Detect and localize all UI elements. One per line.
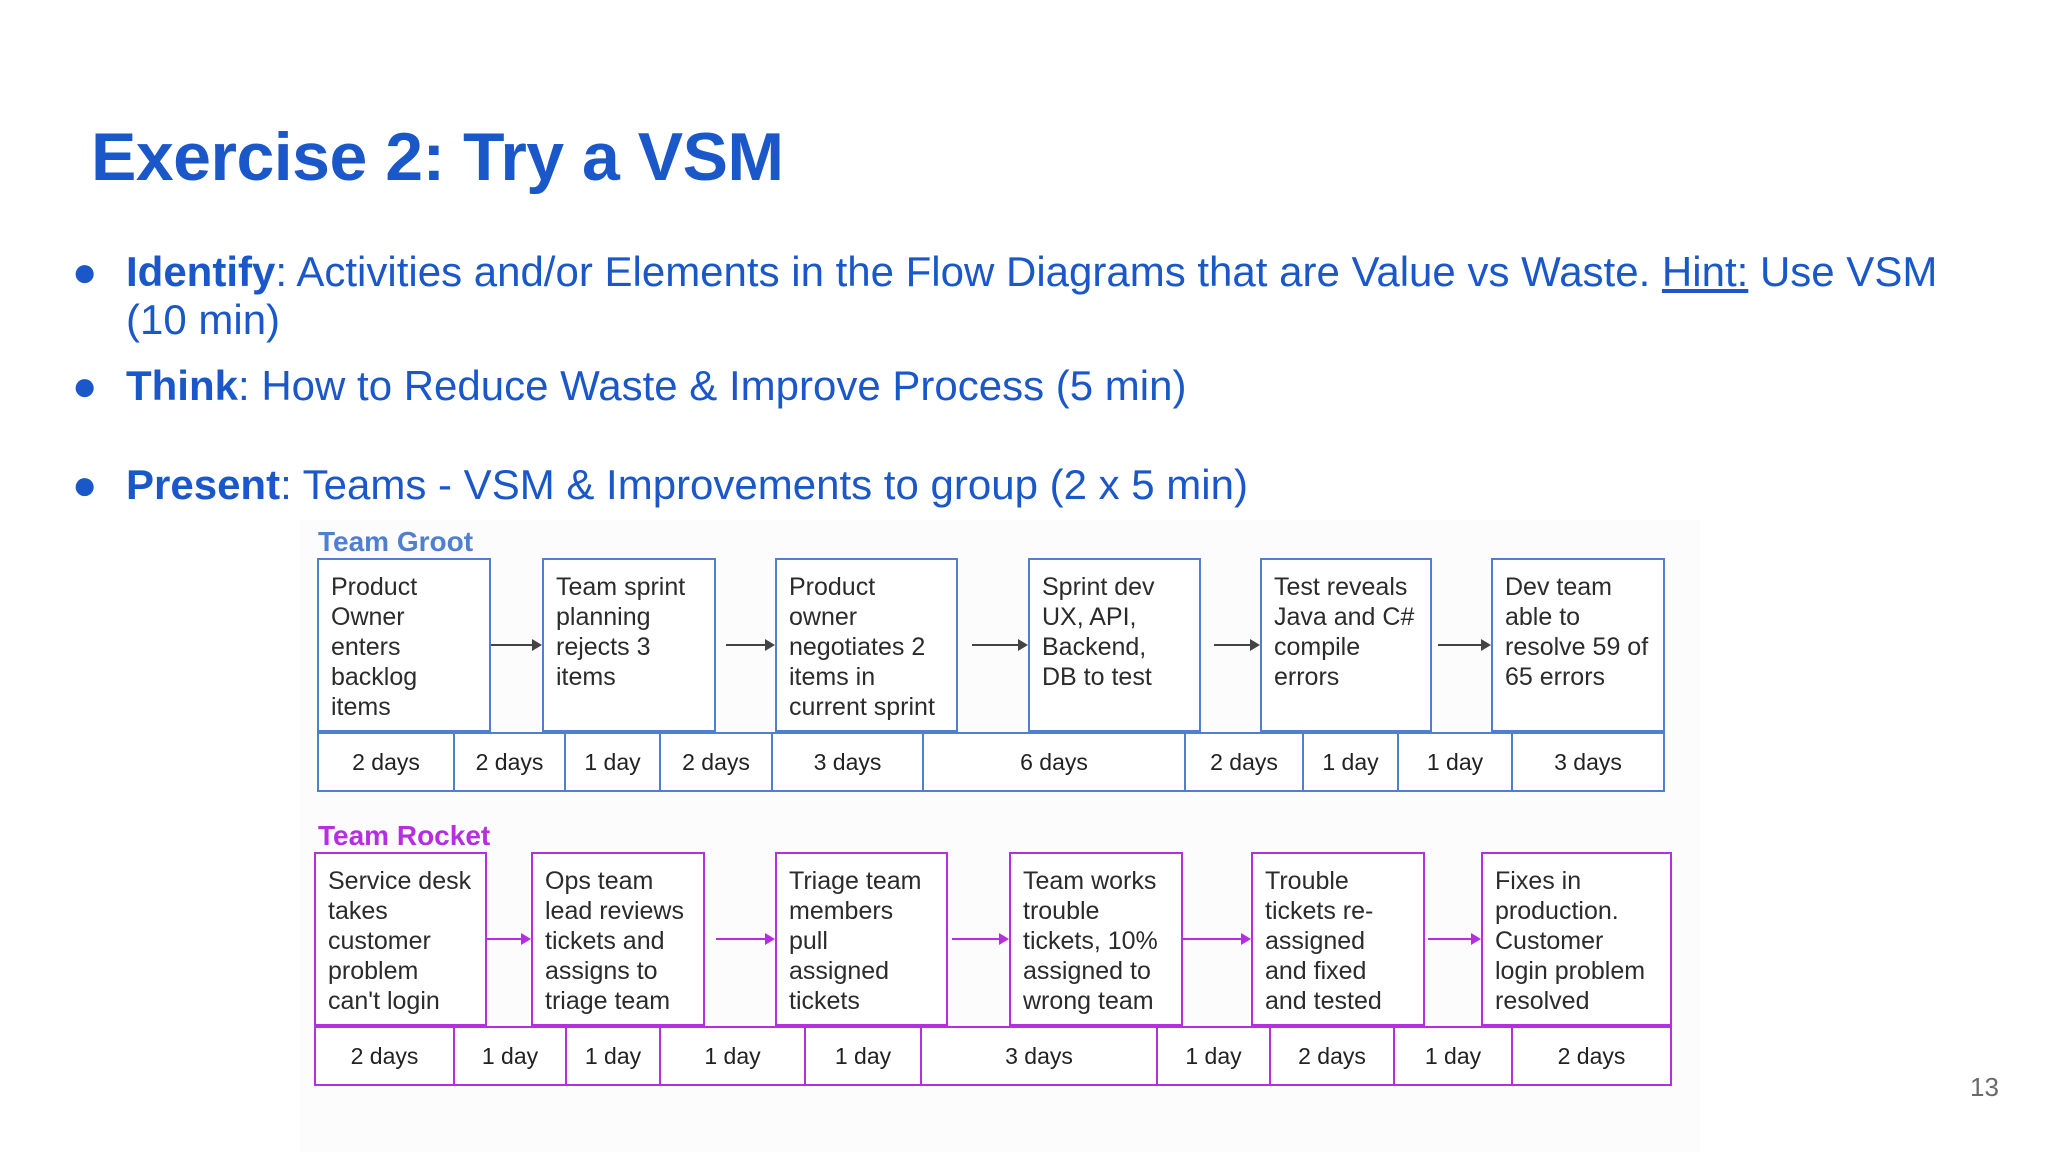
timeline-cell: 1 day [1302, 734, 1397, 790]
arrow-right-icon [491, 639, 542, 651]
bullet-keyword: Identify [126, 248, 276, 295]
arrow-right-icon [1438, 639, 1491, 651]
timeline-cell: 3 days [920, 1028, 1156, 1084]
timeline-cell: 1 day [453, 1028, 565, 1084]
team-rocket-label: Team Rocket [318, 820, 491, 851]
page-number: 13 [1970, 1072, 1999, 1102]
timeline-cell: 2 days [350, 1043, 419, 1069]
bullet-dot-icon: ● [72, 362, 98, 409]
timeline-cell: 1 day [1393, 1028, 1511, 1084]
timeline-cell: 1 day [804, 1028, 920, 1084]
arrow-right-icon [487, 933, 531, 945]
groot-step-3: Product owner negotiates 2 items in curr… [775, 558, 958, 732]
slide-title: Exercise 2: Try a VSM [91, 119, 784, 195]
timeline-cell: 2 days [1269, 1028, 1393, 1084]
groot-step-1: Product Owner enters backlog items [317, 558, 491, 732]
bullet-text: : Activities and/or Elements in the Flow… [275, 248, 1662, 295]
timeline-cell: 1 day [564, 734, 659, 790]
bullet-keyword: Present [126, 461, 281, 508]
bullet-keyword: Think [126, 362, 238, 409]
rocket-step-2: Ops team lead reviews tickets and assign… [531, 852, 705, 1026]
rocket-step-1: Service desk takes customer problem can'… [314, 852, 487, 1026]
rocket-step-4: Team works trouble tickets, 10% assigned… [1009, 852, 1183, 1026]
rocket-step-3: Triage team members pull assigned ticket… [775, 852, 948, 1026]
vsm-diagram: Team Groot Product Owner enters backlog … [300, 520, 1700, 1152]
groot-step-5: Test reveals Java and C# compile errors [1260, 558, 1432, 732]
bullet-text: : How to Reduce Waste & Improve Process … [238, 362, 1187, 409]
arrow-right-icon [716, 933, 775, 945]
timeline-cell: 1 day [1397, 734, 1511, 790]
timeline-cell: 6 days [922, 734, 1184, 790]
timeline-cell: 2 days [352, 749, 420, 775]
arrow-right-icon [1428, 933, 1481, 945]
arrow-right-icon [972, 639, 1028, 651]
bullet-text-after: Use VSM (10 min) [126, 248, 1938, 343]
arrow-right-icon [952, 933, 1009, 945]
arrow-right-icon [1214, 639, 1260, 651]
arrow-right-icon [1183, 933, 1251, 945]
groot-timeline: 2 days 2 days 1 day 2 days 3 days 6 days… [317, 732, 1665, 792]
bullet-text: : Teams - VSM & Improvements to group (2… [280, 461, 1248, 508]
timeline-cell: 2 days [1184, 734, 1302, 790]
rocket-step-5: Trouble tickets re-assigned and fixed an… [1251, 852, 1425, 1026]
hint-link[interactable]: Hint: [1661, 248, 1749, 295]
timeline-cell: 2 days [453, 734, 564, 790]
rocket-timeline: 2 days 1 day 1 day 1 day 1 day 3 days 1 … [314, 1026, 1672, 1086]
groot-step-6: Dev team able to resolve 59 of 65 errors [1491, 558, 1665, 732]
groot-step-4: Sprint dev UX, API, Backend, DB to test [1028, 558, 1201, 732]
timeline-cell: 1 day [1156, 1028, 1269, 1084]
timeline-cell: 2 days [659, 734, 771, 790]
bullet-dot-icon: ● [72, 461, 98, 508]
rocket-step-6: Fixes in production. Customer login prob… [1481, 852, 1672, 1026]
bullet-dot-icon: ● [72, 248, 98, 295]
timeline-cell: 1 day [565, 1028, 659, 1084]
arrow-right-icon [726, 639, 775, 651]
timeline-cell: 3 days [771, 734, 922, 790]
timeline-cell: 2 days [1511, 1028, 1670, 1084]
timeline-cell: 1 day [659, 1028, 804, 1084]
groot-step-2: Team sprint planning rejects 3 items [542, 558, 716, 732]
team-groot-label: Team Groot [318, 526, 474, 557]
timeline-cell: 3 days [1511, 734, 1663, 790]
